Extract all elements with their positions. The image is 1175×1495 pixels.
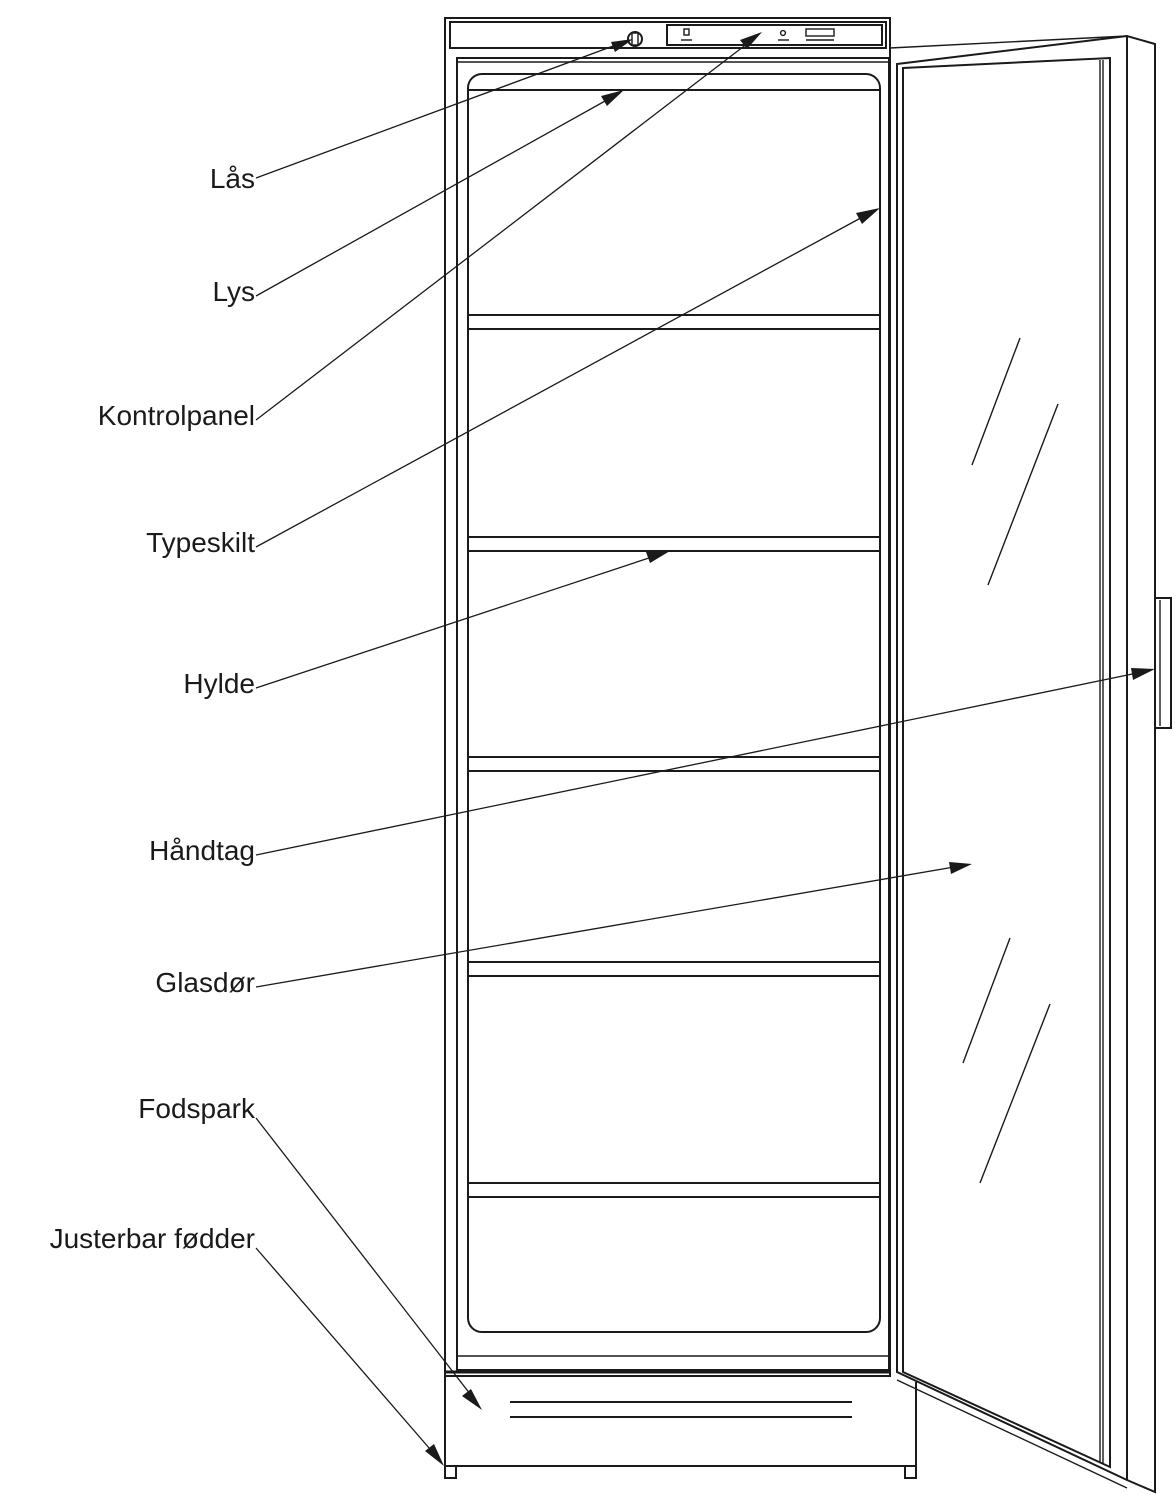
foot-right (904, 1465, 917, 1479)
inner-opening (456, 57, 890, 1371)
arrow-adjustable-feet (425, 1444, 444, 1466)
foot-left (444, 1465, 457, 1479)
door-handle (1154, 597, 1172, 729)
label-shelf: Hylde (183, 668, 255, 699)
glass-pane (902, 56, 1111, 1469)
shelves (468, 314, 880, 1198)
cabinet (444, 17, 891, 1377)
adjustable-feet (444, 1465, 917, 1479)
cabinet-outer-frame (444, 17, 891, 1377)
label-light: Lys (212, 276, 255, 307)
label-kick-plate: Fodspark (138, 1093, 256, 1124)
shelf (468, 314, 880, 330)
arrow-control-panel (740, 32, 762, 49)
glass-reflection (971, 337, 1021, 466)
panel-symbol-1 (683, 28, 690, 36)
labels: Lås Lys Kontrolpanel Typeskilt Hylde Hån… (50, 163, 256, 1254)
arrow-light (601, 90, 624, 106)
leader-lines (255, 32, 1155, 1466)
control-panel (666, 24, 883, 46)
leader-control-panel (255, 39, 753, 421)
leader-glass-door (255, 865, 961, 988)
shelf (468, 961, 880, 977)
handle-bar (1154, 597, 1172, 729)
glass-reflection (987, 403, 1059, 586)
lock-cylinder (627, 31, 643, 47)
arrow-kick-plate (462, 1389, 482, 1410)
inner-liner (467, 73, 881, 1333)
door-frame (896, 34, 1156, 1494)
leader-shelf (255, 554, 659, 689)
label-glass-door: Glasdør (155, 967, 255, 998)
arrow-lock (611, 39, 633, 52)
shelf (468, 536, 880, 552)
panel-light-indicator (779, 29, 787, 37)
shelf (468, 1182, 880, 1198)
arrow-shelf (646, 551, 670, 563)
label-control-panel: Kontrolpanel (98, 400, 255, 431)
control-panel-box (666, 24, 883, 46)
label-lock: Lås (210, 163, 255, 194)
glass-reflection (979, 1003, 1051, 1184)
leader-light (255, 95, 615, 297)
top-control-strip (449, 21, 887, 49)
leader-kick-plate (255, 1117, 475, 1400)
label-adjustable-feet: Justerbar fødder (50, 1223, 255, 1254)
leader-lock (255, 41, 625, 179)
kick-plate (444, 1376, 917, 1467)
glass-door (889, 34, 1156, 1494)
arrow-handle (1131, 668, 1155, 680)
label-handle: Håndtag (149, 835, 255, 866)
shelf (468, 756, 880, 772)
glass-reflection (962, 937, 1011, 1064)
label-type-plate: Typeskilt (146, 527, 255, 558)
leader-handle (255, 671, 1143, 856)
leader-type-plate (255, 213, 869, 548)
arrow-type-plate (856, 208, 880, 224)
leader-adjustable-feet (255, 1247, 437, 1457)
arrow-glass-door (949, 862, 972, 874)
panel-display (805, 28, 835, 37)
